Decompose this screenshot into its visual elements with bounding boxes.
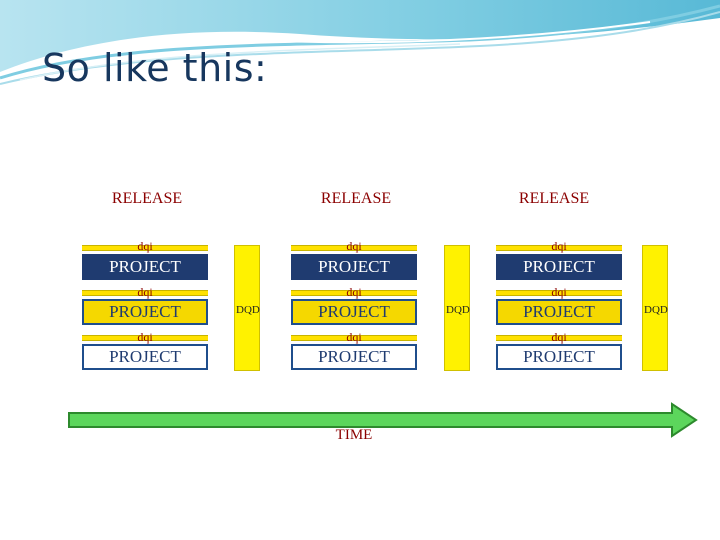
- time-arrow: [68, 402, 698, 438]
- dqi-label: dqi: [137, 285, 153, 299]
- release-label: RELEASE: [111, 190, 183, 207]
- dqi-label: dqi: [551, 285, 567, 299]
- dqi-bar: [496, 290, 622, 296]
- project-box: PROJECT: [496, 299, 622, 325]
- dqi-label: dqi: [137, 239, 153, 253]
- dqi-label: dqi: [551, 239, 567, 253]
- dqi-bar: [82, 335, 208, 341]
- dqd-label: DQD: [644, 304, 668, 316]
- project-box: PROJECT: [496, 254, 622, 280]
- dqi-label: dqi: [346, 285, 362, 299]
- dqi-label: dqi: [137, 330, 153, 344]
- project-box: PROJECT: [291, 254, 417, 280]
- time-label: TIME: [335, 427, 373, 443]
- release-label: RELEASE: [518, 190, 590, 207]
- project-box: PROJECT: [496, 344, 622, 370]
- dqi-bar: [496, 245, 622, 251]
- dqd-column: [642, 245, 668, 371]
- dqd-column: [444, 245, 470, 371]
- dqd-label: DQD: [236, 304, 260, 316]
- project-box: PROJECT: [82, 254, 208, 280]
- dqi-label: dqi: [346, 239, 362, 253]
- dqd-label: DQD: [446, 304, 470, 316]
- project-box: PROJECT: [291, 344, 417, 370]
- dqi-label: dqi: [346, 330, 362, 344]
- dqd-column: [234, 245, 260, 371]
- dqi-bar: [496, 335, 622, 341]
- dqi-bar: [82, 290, 208, 296]
- dqi-label: dqi: [551, 330, 567, 344]
- project-box: PROJECT: [82, 344, 208, 370]
- dqi-bar: [291, 335, 417, 341]
- project-box: PROJECT: [291, 299, 417, 325]
- header-decoration: [0, 0, 720, 85]
- dqi-bar: [291, 290, 417, 296]
- dqi-bar: [82, 245, 208, 251]
- release-label: RELEASE: [320, 190, 392, 207]
- time-arrow-shape: [68, 402, 698, 438]
- dqi-bar: [291, 245, 417, 251]
- slide-title: So like this:: [42, 46, 268, 90]
- project-box: PROJECT: [82, 299, 208, 325]
